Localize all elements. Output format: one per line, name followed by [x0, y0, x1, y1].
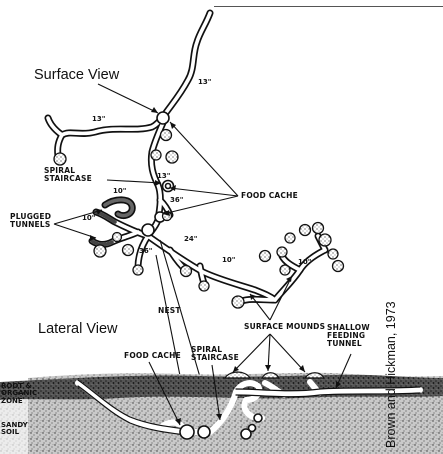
measurement: 13": [92, 116, 105, 123]
label-nest: NEST: [158, 307, 181, 315]
label-plugged-tunnels: PLUGGED TUNNELS: [10, 213, 51, 229]
measurement: 10": [113, 188, 126, 195]
measurement: 10": [82, 215, 95, 222]
measurement: 36": [139, 248, 152, 255]
label-spiral-staircase: SPIRAL STAIRCASE: [44, 167, 92, 183]
label-food-cache-lateral: FOOD CACHE: [124, 352, 181, 360]
measurement: 36": [170, 197, 183, 204]
soil-profile: [0, 373, 443, 454]
lateral-view-title: Lateral View: [38, 322, 118, 337]
label-root-zone: ROOT & ORGANIC ZONE: [1, 383, 37, 405]
measurement: 24": [184, 236, 197, 243]
label-surface-mounds: SURFACE MOUNDS: [244, 323, 325, 331]
credit-citation: Brown and Hickman, 1973: [384, 301, 398, 448]
measurement: 10": [298, 259, 311, 266]
surface-view-title: Surface View: [34, 68, 119, 83]
measurement: 10": [222, 257, 235, 264]
label-sandy-soil: SANDY SOIL: [1, 422, 28, 437]
surface-mounds: [54, 130, 344, 309]
measurement: 13": [198, 79, 211, 86]
surface-tunnels: [48, 13, 325, 301]
label-spiral-staircase-lateral: SPIRAL STAIRCASE: [191, 346, 239, 362]
label-food-cache-top: FOOD CACHE: [241, 192, 298, 200]
measurement: 13": [157, 173, 170, 180]
label-shallow-feeding-tunnel: SHALLOW FEEDING TUNNEL: [327, 324, 370, 348]
